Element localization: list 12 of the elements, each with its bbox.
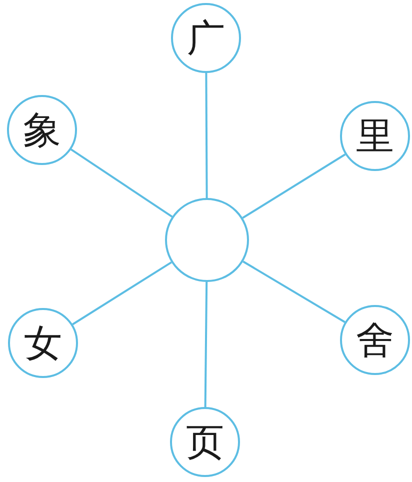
connector-line bbox=[72, 261, 172, 326]
connector-line bbox=[242, 154, 346, 219]
connector-line bbox=[205, 73, 208, 198]
chinese-character: 页 bbox=[186, 423, 224, 461]
chinese-character: 女 bbox=[24, 324, 62, 362]
connector-line bbox=[204, 282, 208, 408]
chinese-character: 象 bbox=[23, 111, 61, 149]
connector-line bbox=[70, 148, 173, 218]
chinese-character: 广 bbox=[187, 19, 225, 57]
chinese-character: 里 bbox=[356, 117, 394, 155]
chinese-character: 舍 bbox=[356, 321, 394, 359]
connector-line bbox=[242, 260, 346, 323]
